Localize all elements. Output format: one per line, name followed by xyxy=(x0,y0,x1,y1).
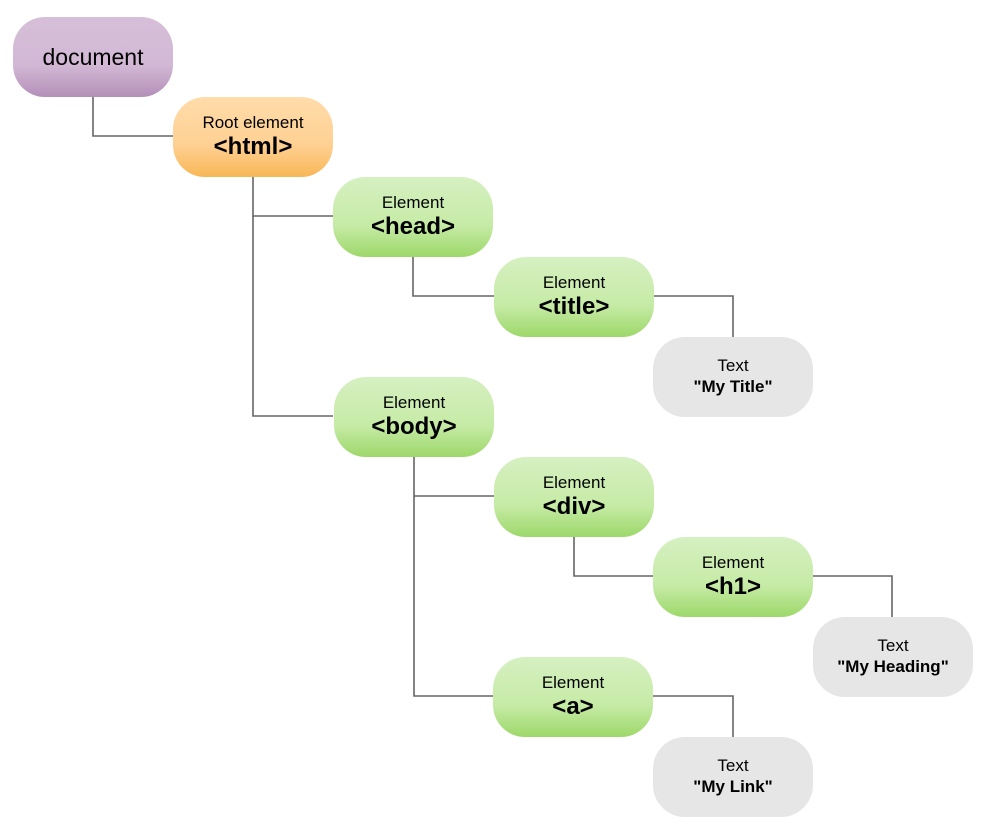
html-root-node: Root element <html> xyxy=(173,97,333,177)
edge-body-div xyxy=(413,457,494,497)
node-tag: "My Heading" xyxy=(837,657,949,676)
node-tag: <html> xyxy=(213,133,293,160)
edge-document-html xyxy=(92,97,173,137)
node-caption: Text xyxy=(717,356,749,375)
node-caption: document xyxy=(42,44,144,70)
h1-text-node: Text "My Heading" xyxy=(813,617,973,697)
node-tag: "My Link" xyxy=(693,777,773,796)
node-caption: Element xyxy=(541,673,605,692)
document-node: document xyxy=(13,17,173,97)
node-tag: <h1> xyxy=(704,573,762,600)
edge-a-text xyxy=(653,695,734,737)
h1-element-node: Element <h1> xyxy=(653,537,813,617)
edge-h1-text xyxy=(813,575,893,617)
edge-html-head xyxy=(252,177,333,217)
node-caption: Text xyxy=(717,756,749,775)
node-caption: Element xyxy=(701,553,765,572)
node-caption: Element xyxy=(542,273,606,292)
node-caption: Element xyxy=(381,193,445,212)
edge-html-body xyxy=(252,216,333,417)
node-caption: Element xyxy=(542,473,606,492)
node-tag: "My Title" xyxy=(693,377,773,396)
edge-div-h1 xyxy=(573,537,653,577)
node-caption: Text xyxy=(877,636,909,655)
title-text-node: Text "My Title" xyxy=(653,337,813,417)
edge-title-text xyxy=(654,295,734,337)
edge-head-title xyxy=(412,257,494,297)
node-caption: Element xyxy=(382,393,446,412)
title-element-node: Element <title> xyxy=(494,257,654,337)
head-element-node: Element <head> xyxy=(333,177,493,257)
a-element-node: Element <a> xyxy=(493,657,653,737)
node-tag: <head> xyxy=(370,213,456,240)
node-tag: <body> xyxy=(371,413,457,440)
body-element-node: Element <body> xyxy=(334,377,494,457)
edge-body-a xyxy=(413,496,493,697)
a-text-node: Text "My Link" xyxy=(653,737,813,817)
node-caption: Root element xyxy=(202,113,304,132)
node-tag: <a> xyxy=(552,693,594,720)
node-tag: <div> xyxy=(542,493,606,520)
node-tag: <title> xyxy=(538,293,610,320)
div-element-node: Element <div> xyxy=(494,457,654,537)
